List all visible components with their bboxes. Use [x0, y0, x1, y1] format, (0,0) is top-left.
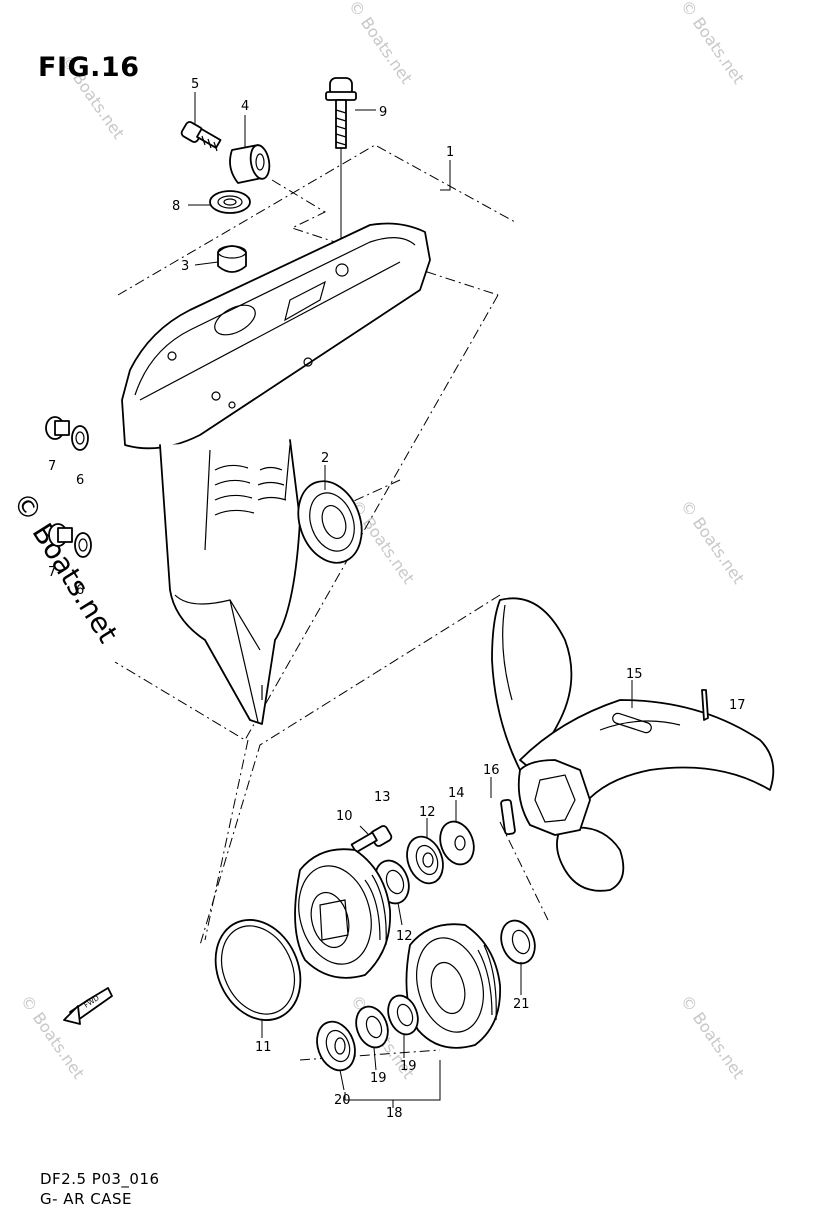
callout-21: 21 — [513, 997, 530, 1012]
callout-6b: 6 — [76, 583, 84, 598]
callout-19a: 19 — [400, 1059, 417, 1074]
gearcase-cap[interactable] — [288, 848, 391, 979]
callout-15: 15 — [626, 667, 643, 682]
part-8-seal[interactable] — [209, 190, 251, 214]
callout-7a: 7 — [48, 459, 56, 474]
callout-3: 3 — [181, 259, 189, 274]
callout-4: 4 — [241, 99, 249, 114]
callout-11: 11 — [255, 1040, 272, 1055]
part-5-bolt[interactable] — [180, 121, 222, 152]
fwd-arrow: FWD — [63, 987, 113, 1025]
part-12-bearing-upper[interactable] — [401, 832, 449, 889]
callout-1: 1 — [446, 145, 454, 160]
callout-9: 9 — [379, 105, 387, 120]
part-10-bolt[interactable] — [350, 825, 393, 854]
callout-12a: 12 — [419, 805, 436, 820]
part-20-bearing[interactable] — [311, 1016, 362, 1075]
watermark: © Boats.net — [17, 991, 89, 1082]
callout-5: 5 — [191, 77, 199, 92]
callout-8: 8 — [172, 199, 180, 214]
figure-code: DF2.5 P03_016 — [40, 1170, 160, 1188]
part-19-seal-lower[interactable] — [351, 1002, 394, 1052]
watermark: © Boats.net — [345, 0, 417, 87]
part-21-seal[interactable] — [495, 916, 540, 968]
part-14-washer[interactable] — [434, 817, 479, 869]
callout-13: 13 — [374, 790, 391, 805]
figure-name: G- AR CASE — [40, 1190, 132, 1208]
callout-14: 14 — [448, 786, 465, 801]
callout-2: 2 — [321, 451, 329, 466]
callout-19b: 19 — [370, 1071, 387, 1086]
part-15-propeller[interactable] — [491, 597, 775, 892]
callouts: 1 2 3 4 5 6 6 7 7 8 9 10 11 12 12 13 14 … — [48, 77, 746, 1121]
callout-18: 18 — [386, 1106, 403, 1121]
callout-17: 17 — [729, 698, 746, 713]
callout-20: 20 — [334, 1093, 351, 1108]
watermark: © Boats.net — [677, 991, 749, 1082]
callout-7b: 7 — [48, 565, 56, 580]
callout-12b: 12 — [396, 929, 413, 944]
watermark: © Boats.net — [677, 496, 749, 587]
part-7-plug-lower[interactable] — [48, 523, 73, 547]
part-7-plug-upper[interactable] — [45, 416, 70, 440]
leader-lines — [188, 92, 633, 1108]
part-11-o-ring[interactable] — [200, 906, 316, 1034]
gearcase-cap-lower[interactable] — [405, 923, 501, 1049]
part-6-gasket-upper[interactable] — [71, 425, 89, 451]
watermark-large: © Boats.net — [6, 486, 125, 648]
part-4-bushing[interactable] — [229, 144, 272, 184]
part-19-seal-upper[interactable] — [383, 991, 423, 1038]
callout-6a: 6 — [76, 473, 84, 488]
part-17-pin[interactable] — [701, 689, 709, 721]
watermark: © Boats.net — [677, 0, 749, 87]
figure-title: FIG.16 — [38, 52, 140, 83]
part-6-gasket-lower[interactable] — [74, 532, 92, 558]
part-1-gear-case[interactable] — [121, 160, 451, 725]
callout-16: 16 — [483, 763, 500, 778]
part-2-bearing[interactable] — [287, 472, 372, 571]
part-3-bushing[interactable] — [217, 245, 247, 273]
part-9-bolt[interactable] — [325, 77, 357, 270]
part-16-shear-pin[interactable] — [500, 798, 516, 836]
callout-10: 10 — [336, 809, 353, 824]
